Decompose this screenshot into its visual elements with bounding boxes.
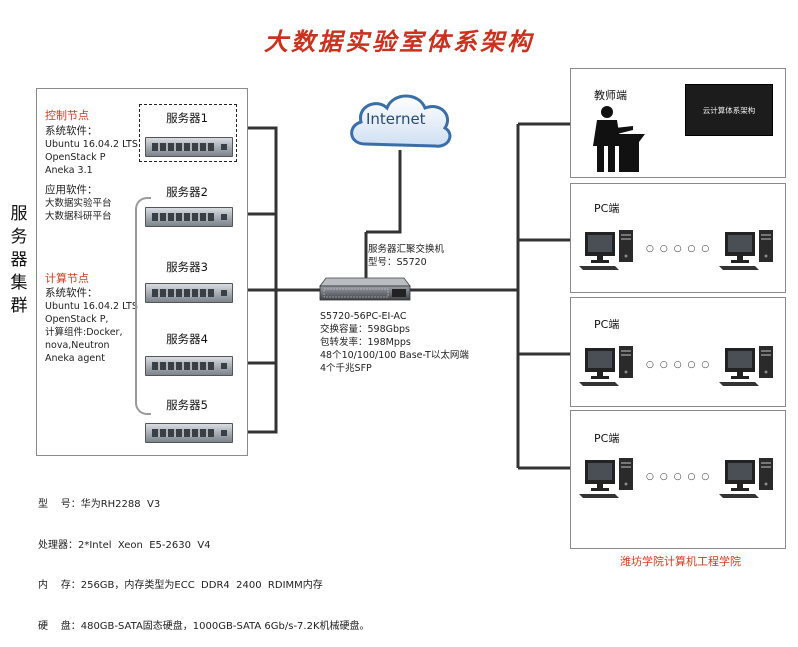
pc-label-2: PC端 <box>594 318 620 331</box>
server-label-1: 服务器1 <box>166 111 208 125</box>
pc-icon-1b <box>719 230 773 270</box>
switch-icon <box>319 277 411 301</box>
pc-icon-2b <box>719 346 773 386</box>
pc-dots-3: ○○○○○ <box>646 472 716 482</box>
server-4-icon <box>145 356 233 376</box>
pc-label-1: PC端 <box>594 202 620 215</box>
server-3-icon <box>145 283 233 303</box>
projection-screen: 云计算体系架构 <box>685 84 773 136</box>
connection-lines <box>235 122 570 470</box>
server-5-icon <box>145 423 233 443</box>
internet-link <box>366 150 402 234</box>
teacher-podium-icon <box>593 106 645 172</box>
server-trunk-line <box>235 126 278 434</box>
compute-nodes-bracket <box>135 197 151 415</box>
pc-label-3: PC端 <box>594 432 620 445</box>
switch-bottom-info: S5720-56PC-EI-AC 交换容量：598Gbps 包转发率：198Mp… <box>320 311 469 374</box>
server-2-icon <box>145 207 233 227</box>
server-label-4: 服务器4 <box>166 332 208 346</box>
internet-cloud-icon <box>350 94 452 148</box>
control-node-title: 控制节点 <box>45 109 89 122</box>
footer-credit: 潍坊学院计算机工程学院 <box>620 555 741 568</box>
pc-icon-3a <box>579 458 633 498</box>
diagram-title: 大数据实验室体系架构 <box>264 27 534 56</box>
server-1-icon <box>145 137 233 157</box>
server-label-3: 服务器3 <box>166 260 208 274</box>
pc-dots-1: ○○○○○ <box>646 244 716 254</box>
pc-icon-3b <box>719 458 773 498</box>
server-label-5: 服务器5 <box>166 398 208 412</box>
server-specs: 型 号：华为RH2288 V3 处理器：2*Intel Xeon E5-2630… <box>38 499 370 632</box>
switch-top-info: 服务器汇聚交换机 型号：S5720 <box>368 244 445 268</box>
screen-text: 云计算体系架构 <box>702 106 756 115</box>
app-software-info: 应用软件： 大数据实验平台 大数据科研平台 <box>45 184 112 222</box>
server-label-2: 服务器2 <box>166 185 208 199</box>
control-server-highlight <box>139 104 237 162</box>
pc-dots-2: ○○○○○ <box>646 360 716 370</box>
control-node-info: 系统软件： Ubuntu 16.04.2 LTS OpenStack P Ane… <box>45 125 138 176</box>
compute-node-info: 系统软件： Ubuntu 16.04.2 LTS OpenStack P, 计算… <box>45 287 138 364</box>
pc-icon-1a <box>579 230 633 270</box>
cluster-vertical-label: 服 务 器 集 群 <box>10 204 28 316</box>
compute-node-title: 计算节点 <box>45 272 89 285</box>
internet-label: Internet <box>366 110 426 128</box>
pc-icon-2a <box>579 346 633 386</box>
teacher-label: 教师端 <box>594 89 627 102</box>
